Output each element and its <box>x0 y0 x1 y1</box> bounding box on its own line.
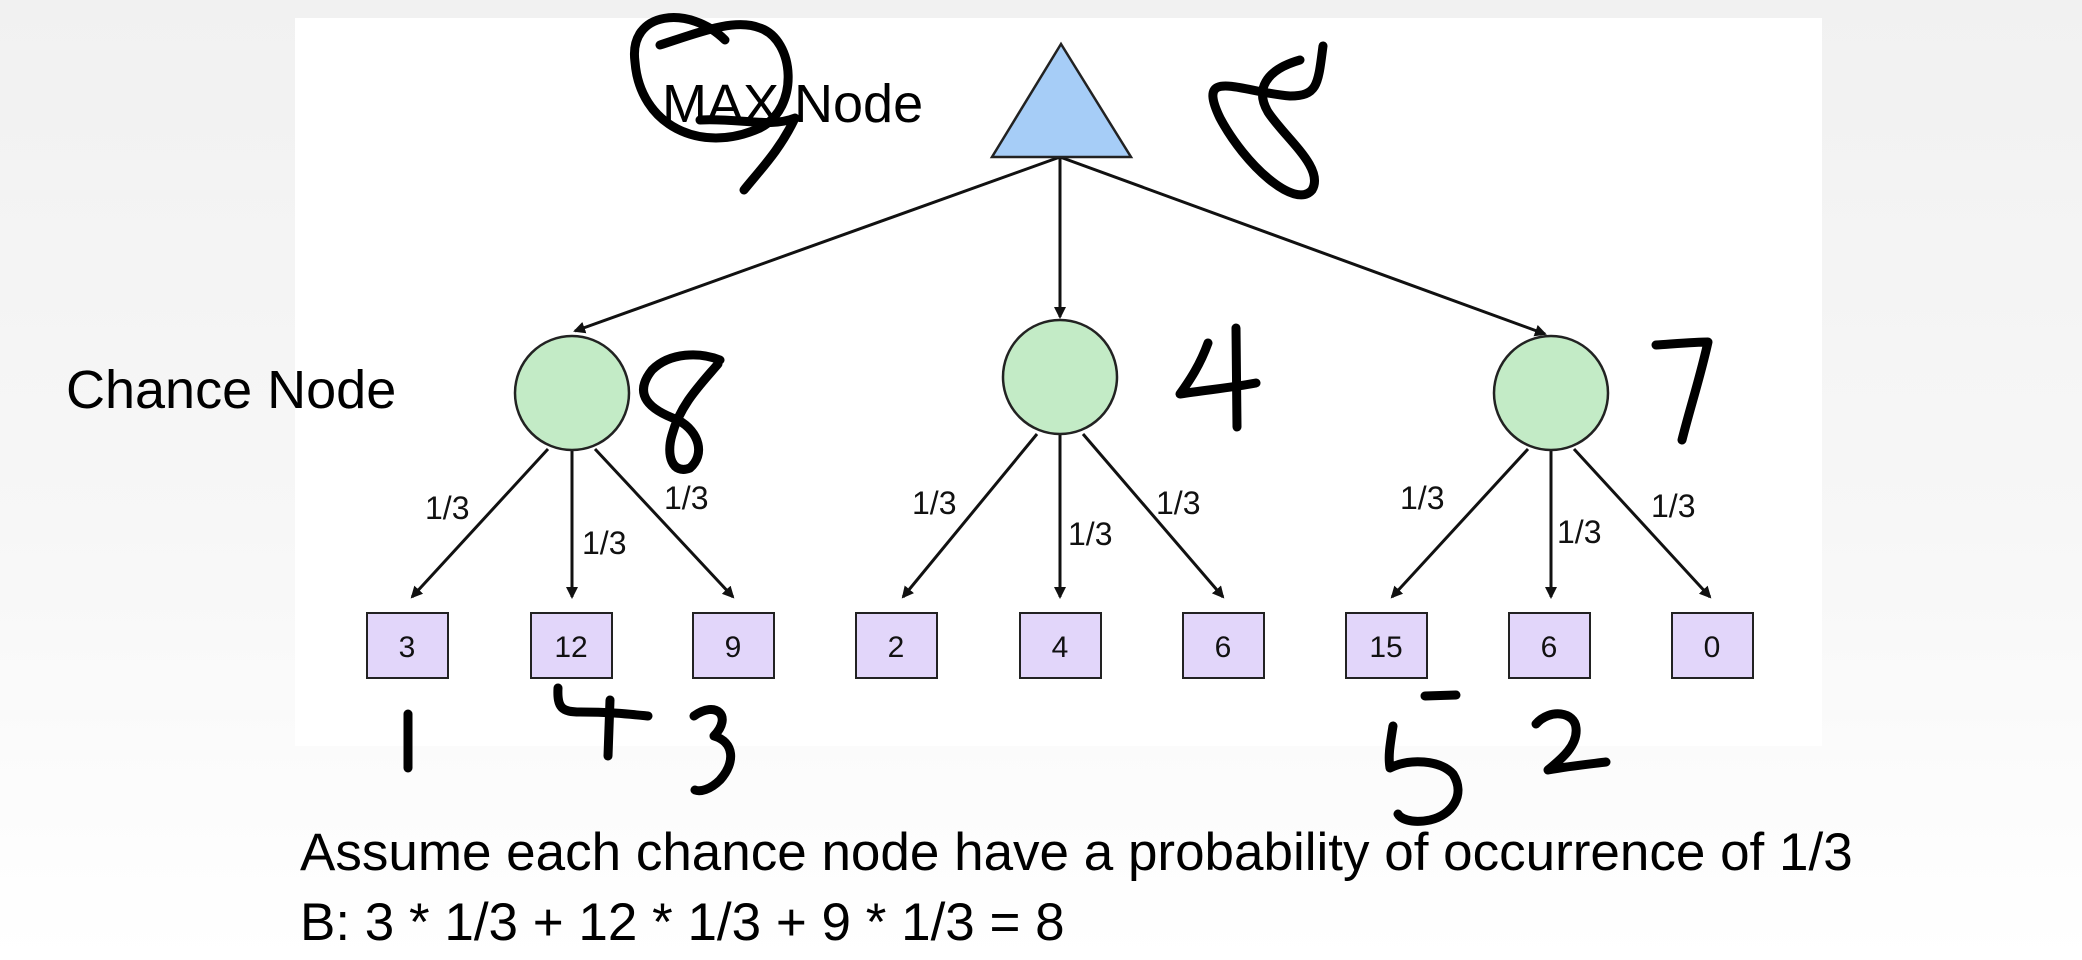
handwritten-chance-value-1 <box>639 350 725 474</box>
leaf-value-5: 4 <box>1052 631 1069 664</box>
leaf-node-6: 6 <box>1182 612 1265 679</box>
leaf-node-4: 2 <box>855 612 938 679</box>
probability-label-1: 1/3 <box>425 490 469 526</box>
leaf-value-4: 2 <box>888 631 905 664</box>
edge-chance-2-to-leaf-6 <box>1081 433 1225 599</box>
calculation-text: B: 3 * 1/3 + 12 * 1/3 + 9 * 1/3 = 8 <box>300 893 1065 952</box>
handwritten-max-annotation <box>630 13 800 195</box>
probability-label-6: 1/3 <box>1156 485 1200 521</box>
handwritten-leaf-product-4 <box>1384 690 1463 826</box>
handwritten-leaf-product-2 <box>553 683 653 761</box>
handwritten-leaf-product-3 <box>689 705 736 796</box>
edge-chance-3-to-leaf-9 <box>1572 447 1712 599</box>
handwritten-chance-value-2 <box>1175 323 1261 432</box>
edge-max-to-chance-3 <box>1059 155 1547 337</box>
chance-node-1 <box>513 334 631 452</box>
probability-label-9: 1/3 <box>1651 488 1695 524</box>
leaf-node-9: 0 <box>1671 612 1754 679</box>
leaf-node-7: 15 <box>1345 612 1428 679</box>
edge-chance-3-to-leaf-7 <box>1390 447 1530 599</box>
probability-label-8: 1/3 <box>1557 514 1601 550</box>
leaf-node-8: 6 <box>1508 612 1591 679</box>
leaf-value-7: 15 <box>1369 631 1402 664</box>
handwritten-chance-value-3 <box>1651 337 1713 445</box>
probability-label-3: 1/3 <box>664 480 708 516</box>
leaf-node-2: 12 <box>530 612 613 679</box>
leaf-value-9: 0 <box>1704 631 1721 664</box>
leaf-node-5: 4 <box>1019 612 1102 679</box>
probability-label-7: 1/3 <box>1400 480 1444 516</box>
edge-chance-1-to-leaf-3 <box>593 447 735 599</box>
edge-chance-1-to-leaf-1 <box>410 447 550 599</box>
chance-node-3 <box>1492 334 1610 452</box>
leaf-node-1: 3 <box>366 612 449 679</box>
leaf-value-3: 9 <box>725 631 742 664</box>
probability-label-4: 1/3 <box>912 485 956 521</box>
assumption-text: Assume each chance node have a probabili… <box>300 823 1853 882</box>
edge-max-to-chance-1 <box>573 155 1061 334</box>
leaf-value-6: 6 <box>1215 631 1232 664</box>
probability-label-5: 1/3 <box>1068 516 1112 552</box>
leaf-value-1: 3 <box>399 631 416 664</box>
probability-label-2: 1/3 <box>582 525 626 561</box>
leaf-value-2: 12 <box>554 631 587 664</box>
handwritten-max-value <box>1208 41 1328 200</box>
edge-chance-2-to-leaf-4 <box>901 433 1039 599</box>
max-node-triangle <box>989 41 1134 159</box>
leaf-node-3: 9 <box>692 612 775 679</box>
chance-node-2 <box>1001 318 1119 436</box>
leaf-value-8: 6 <box>1541 631 1558 664</box>
handwritten-leaf-product-5 <box>1531 709 1611 775</box>
chance-node-label: Chance Node <box>66 360 396 420</box>
